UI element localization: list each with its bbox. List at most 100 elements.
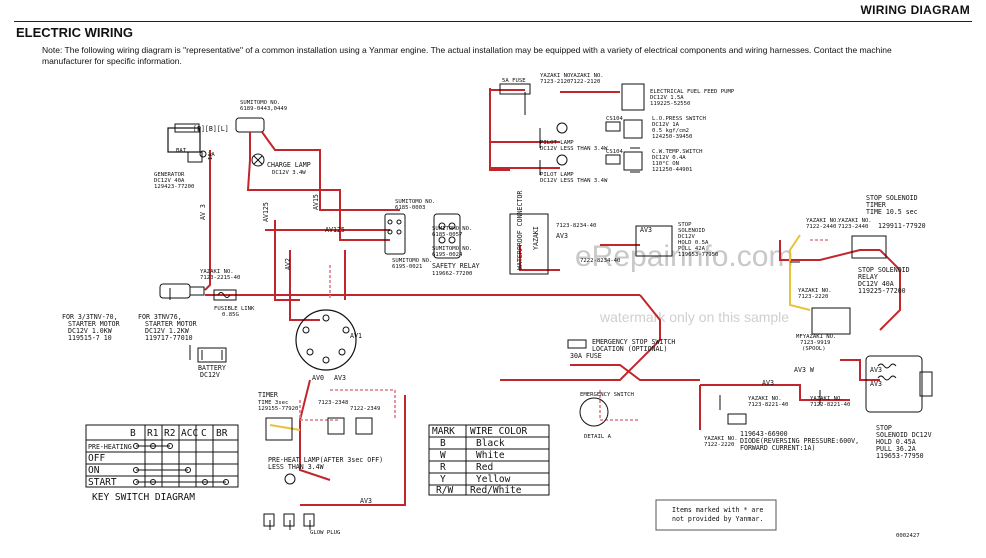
key-switch [295,309,357,371]
cw-temp-no: 121250-44901 [652,167,692,173]
lo-press-switch [623,119,643,139]
timer-no: 129155-77920 [258,406,298,412]
sol2-no: 119653-77950 [876,452,924,460]
yazaki-pump-label2: YAZAKI NO. [570,73,604,79]
starter-motor-label: STARTER MOTOR [68,320,120,328]
wt-mark-y: Y [440,474,446,485]
sol2-pull: PULL 36.2A [876,445,916,453]
yazaki-starter-no: 7123-2215-40 [200,275,240,281]
diode-spec: DIODE(REVERSING PRESSURE:600V, [740,437,859,445]
cs104-label-1: CS104 [606,116,623,122]
items-note-1: Items marked with * are [672,506,763,514]
em-stop-loc: LOCATION (OPTIONAL) [592,345,667,353]
sumitomo-d-no: 6195-0024 [432,252,463,258]
stop-sol2-label: STOP [876,424,892,432]
pilot-lamp-2 [556,154,568,166]
stop-relay [811,307,851,335]
sol-hold: HOLD 0.5A [678,240,709,246]
items-note-2: not provided by Yanmar. [672,515,763,523]
safety-relay [384,213,461,259]
battery-spec: DC12V [200,371,220,379]
av125-wire-tag: AV125 [262,202,270,222]
ks-row-preheating: PRE-HEATING [88,443,132,451]
header-divider [14,21,972,22]
yazaki-diode-label: YAZAKI NO. [704,436,738,442]
stop-sol-label: STOP [678,222,692,228]
sumitomo-top-no: 6189-0443,0449 [240,106,287,112]
mfy-note: (SPOOL) [802,346,826,352]
yazaki-stop-timer-label1: YAZAKI NO. [806,218,840,224]
fusible-link-spec: 0.85G [222,312,239,318]
timer-unit [265,417,373,441]
fuse-5a [499,83,531,95]
wt-color-black: Black [476,438,505,449]
wt-color-white: White [476,450,505,461]
watermark-sample: watermark only on this sample [599,309,789,325]
starter-spec2: DC12V 1.2KW [145,327,189,335]
sol-no: 119653-77950 [678,252,718,258]
stop-timer-label: STOP SOLENOID [866,194,918,202]
ks-col-r2: R2 [164,428,175,439]
stop-timer-spec: TIME 10.5 sec [866,208,918,216]
waterproof-label: WATERPROOF CONNECTOR [516,191,524,270]
charge-lamp-label: CHARGE LAMP [267,161,311,169]
em-stop-label: EMERGENCY STOP SWITCH [592,338,675,346]
yazaki-pump-label1: YAZAKI NO. [540,73,574,79]
starter-no: 119515-7 10 [68,334,112,342]
header-title: WIRING DIAGRAM [860,3,970,17]
section-title: ELECTRIC WIRING [16,25,133,40]
starter-spec: DC12V 1.0KW [68,327,112,335]
av3-sol2-tag-1: AV3 [870,366,882,374]
timer-spec: TIME 3sec [258,400,288,406]
wt-mark-rw: R/W [436,485,453,496]
yazaki-timer-no2: 7122-2349 [350,406,380,412]
av3-left-tag: AV3 [556,232,568,240]
yazaki-8221-label1: YAZAKI NO. [748,396,782,402]
diode-no: 119643-66900 [740,430,788,438]
sumitomo-b-no: 6185-0003 [395,205,425,211]
stop-relay-no: 119225-77200 [858,287,906,295]
fuse-30a-label: 30A FUSE [570,352,602,360]
av3k-wire-tag: AV3 [334,374,346,382]
pilot-lamp-1-label: PILOT LAMP [540,140,574,146]
av3g-wire-tag: AV3 [360,497,372,505]
black-wires [169,92,821,530]
starter-no2: 119717-77010 [145,334,193,342]
yazaki-stop-timer-no2: 7123-2440 [838,224,868,230]
yazaki-relay-label: YAZAKI NO. [798,288,832,294]
cs104-connector-1 [605,121,621,132]
av0-wire-tag: AV0 [312,374,324,382]
key-switch-diagram-title: KEY SWITCH DIAGRAM [92,492,195,503]
sumitomo-c-no: 6185-0057 [432,232,462,238]
av3-r-tag: AV3 [762,379,774,387]
preheat-spec: LESS THAN 3.4W [268,463,324,471]
pilot-lamp-2-spec: DC12V LESS THAN 3.4W [540,178,608,184]
cw-temp-spec2: 110°C ON [652,161,679,167]
diode-spec2: FORWARD CURRENT:1A) [740,444,815,452]
sumitomo-d-label: SUMITOMO NO. [432,246,472,252]
items-note-box [655,499,777,531]
key-switch-table [85,424,239,488]
pilot-lamp-2-label: PILOT LAMP [540,172,574,178]
stop-solenoid-1 [635,225,673,257]
sumitomo-b-label: SUMITOMO NO. [395,199,435,205]
lo-press-no: 124250-39450 [652,134,692,140]
fuse-5a-label: 5A FUSE [502,78,526,84]
stop-relay-label: STOP SOLENOID [858,266,910,274]
wt-mark-b: B [440,438,446,449]
cs104-label-2: CS104 [606,149,623,155]
sol2-hold: HOLD 0.45A [876,438,916,446]
yazaki-8221-no2: 7122-8221-40 [810,402,850,408]
waterproof-yazaki: YAZAKI [532,226,540,250]
waterproof-connector [509,213,549,275]
lo-press-label: L.O.PRESS SWITCH [652,116,706,122]
safety-relay-no: 119662-77200 [432,271,472,277]
yazaki-diode-no: 7122-2220 [704,442,734,448]
wt-color-red: Red [476,462,493,473]
generator-pins: [P][B][L] [193,125,229,133]
wt-color-redwhite: Red/White [470,485,522,496]
charge-lamp-spec: DC12V 3.4W [272,170,306,176]
sumitomo-e-label: SUMITOMO NO. [392,258,432,264]
av125b-wire-tag: AV125 [325,226,345,234]
